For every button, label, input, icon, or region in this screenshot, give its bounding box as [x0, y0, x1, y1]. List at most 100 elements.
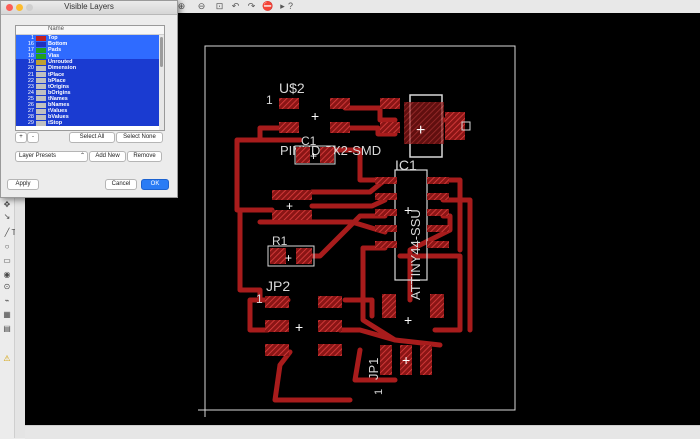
select-all-button[interactable]: Select All — [69, 132, 115, 143]
layer-name: tOrigins — [48, 83, 70, 90]
ratsnest-icon[interactable]: ⌁ — [4, 296, 10, 305]
layer-presets-label: Layer Presets — [19, 153, 57, 159]
remove-preset-button[interactable]: Remove — [127, 151, 162, 162]
pad — [427, 209, 449, 216]
layer-number: 21 — [27, 71, 34, 78]
wire-icon[interactable]: ╱ — [4, 228, 10, 237]
svg-text:+: + — [310, 149, 317, 163]
pin1-marker: 1 — [373, 389, 385, 395]
pad — [318, 296, 342, 308]
status-bar — [25, 425, 700, 439]
svg-text:+: + — [286, 199, 293, 213]
pad — [400, 345, 412, 375]
pad — [265, 296, 289, 308]
svg-text:+: + — [416, 122, 425, 139]
component-jp2: JP2 1 + — [256, 278, 342, 356]
layer-presets-select[interactable]: Layer Presets ⌃ — [15, 151, 88, 162]
minimize-icon[interactable] — [16, 4, 23, 11]
select-none-button[interactable]: Select None — [116, 132, 163, 143]
zoom-out-icon[interactable]: ⊖ — [197, 1, 206, 11]
move-icon[interactable]: ✥ — [3, 200, 11, 209]
hole-icon[interactable]: ⊙ — [3, 282, 11, 291]
zoom-in-icon[interactable]: ⊕ — [177, 1, 186, 11]
rect-icon[interactable]: ▭ — [3, 256, 11, 265]
ok-button[interactable]: OK — [141, 179, 169, 190]
route-icon[interactable]: ↘ — [3, 212, 11, 221]
redo-icon[interactable]: ↷ — [247, 1, 256, 11]
help-icon[interactable]: ? — [287, 1, 293, 11]
pad — [330, 122, 350, 133]
component-c1: C1 + — [294, 134, 336, 165]
zoom-fit-icon[interactable]: ⊡ — [215, 1, 224, 11]
r1-outline — [267, 245, 315, 267]
circle-icon[interactable]: ○ — [4, 242, 10, 251]
layer-color-swatch — [36, 90, 46, 96]
add-layer-button[interactable]: + — [15, 132, 27, 143]
close-icon[interactable] — [6, 4, 13, 11]
layer-name: tNames — [48, 95, 68, 102]
component-resistor-top: + — [272, 190, 312, 220]
scrollbar-thumb[interactable] — [160, 37, 163, 67]
pad — [375, 209, 397, 216]
pad — [380, 98, 400, 109]
trace — [309, 197, 388, 209]
layer-name: Pads — [48, 47, 62, 54]
text-icon[interactable]: T — [11, 228, 17, 237]
layer-number: 20 — [27, 65, 34, 72]
zoom-icon[interactable] — [26, 4, 33, 11]
layer-list-scrollbar[interactable] — [159, 35, 164, 130]
svg-text:+: + — [404, 312, 412, 328]
warning-icon[interactable]: ⚠ — [3, 354, 11, 363]
svg-text:+: + — [402, 352, 410, 368]
layer-color-swatch — [36, 65, 46, 71]
drc-icon[interactable]: ▦ — [3, 310, 11, 319]
apply-button[interactable]: Apply — [7, 179, 39, 190]
add-new-preset-button[interactable]: Add New — [89, 151, 126, 162]
jp2-label: JP2 — [266, 278, 290, 294]
errors-icon[interactable]: ▤ — [3, 324, 11, 333]
trace — [327, 147, 388, 183]
layer-name: bOrigins — [48, 89, 71, 96]
layer-name: bValues — [48, 114, 69, 121]
pad — [296, 248, 312, 264]
svg-text:+: + — [295, 319, 303, 335]
trace — [440, 197, 473, 333]
layer-color-swatch — [36, 35, 46, 41]
pad — [265, 320, 289, 332]
pad — [427, 193, 449, 200]
stop-icon[interactable]: ⛔ — [262, 1, 274, 11]
cancel-button[interactable]: Cancel — [105, 179, 137, 190]
canvas-gutter — [15, 13, 25, 438]
remove-layer-button[interactable]: - — [27, 132, 39, 143]
layer-name: bNames — [48, 102, 70, 109]
undo-icon[interactable]: ↶ — [231, 1, 240, 11]
pad — [380, 345, 392, 375]
layer-list-header: Name — [16, 26, 164, 35]
via-icon[interactable]: ◉ — [3, 270, 11, 279]
go-icon[interactable]: ▸ — [280, 1, 285, 11]
trace — [272, 349, 353, 403]
dialog-titlebar: Visible Layers — [1, 1, 177, 15]
layer-color-swatch — [36, 41, 46, 47]
layer-number: 22 — [27, 77, 34, 84]
origin-cross: + — [311, 108, 319, 124]
layer-color-swatch — [36, 84, 46, 90]
pad — [270, 248, 286, 264]
